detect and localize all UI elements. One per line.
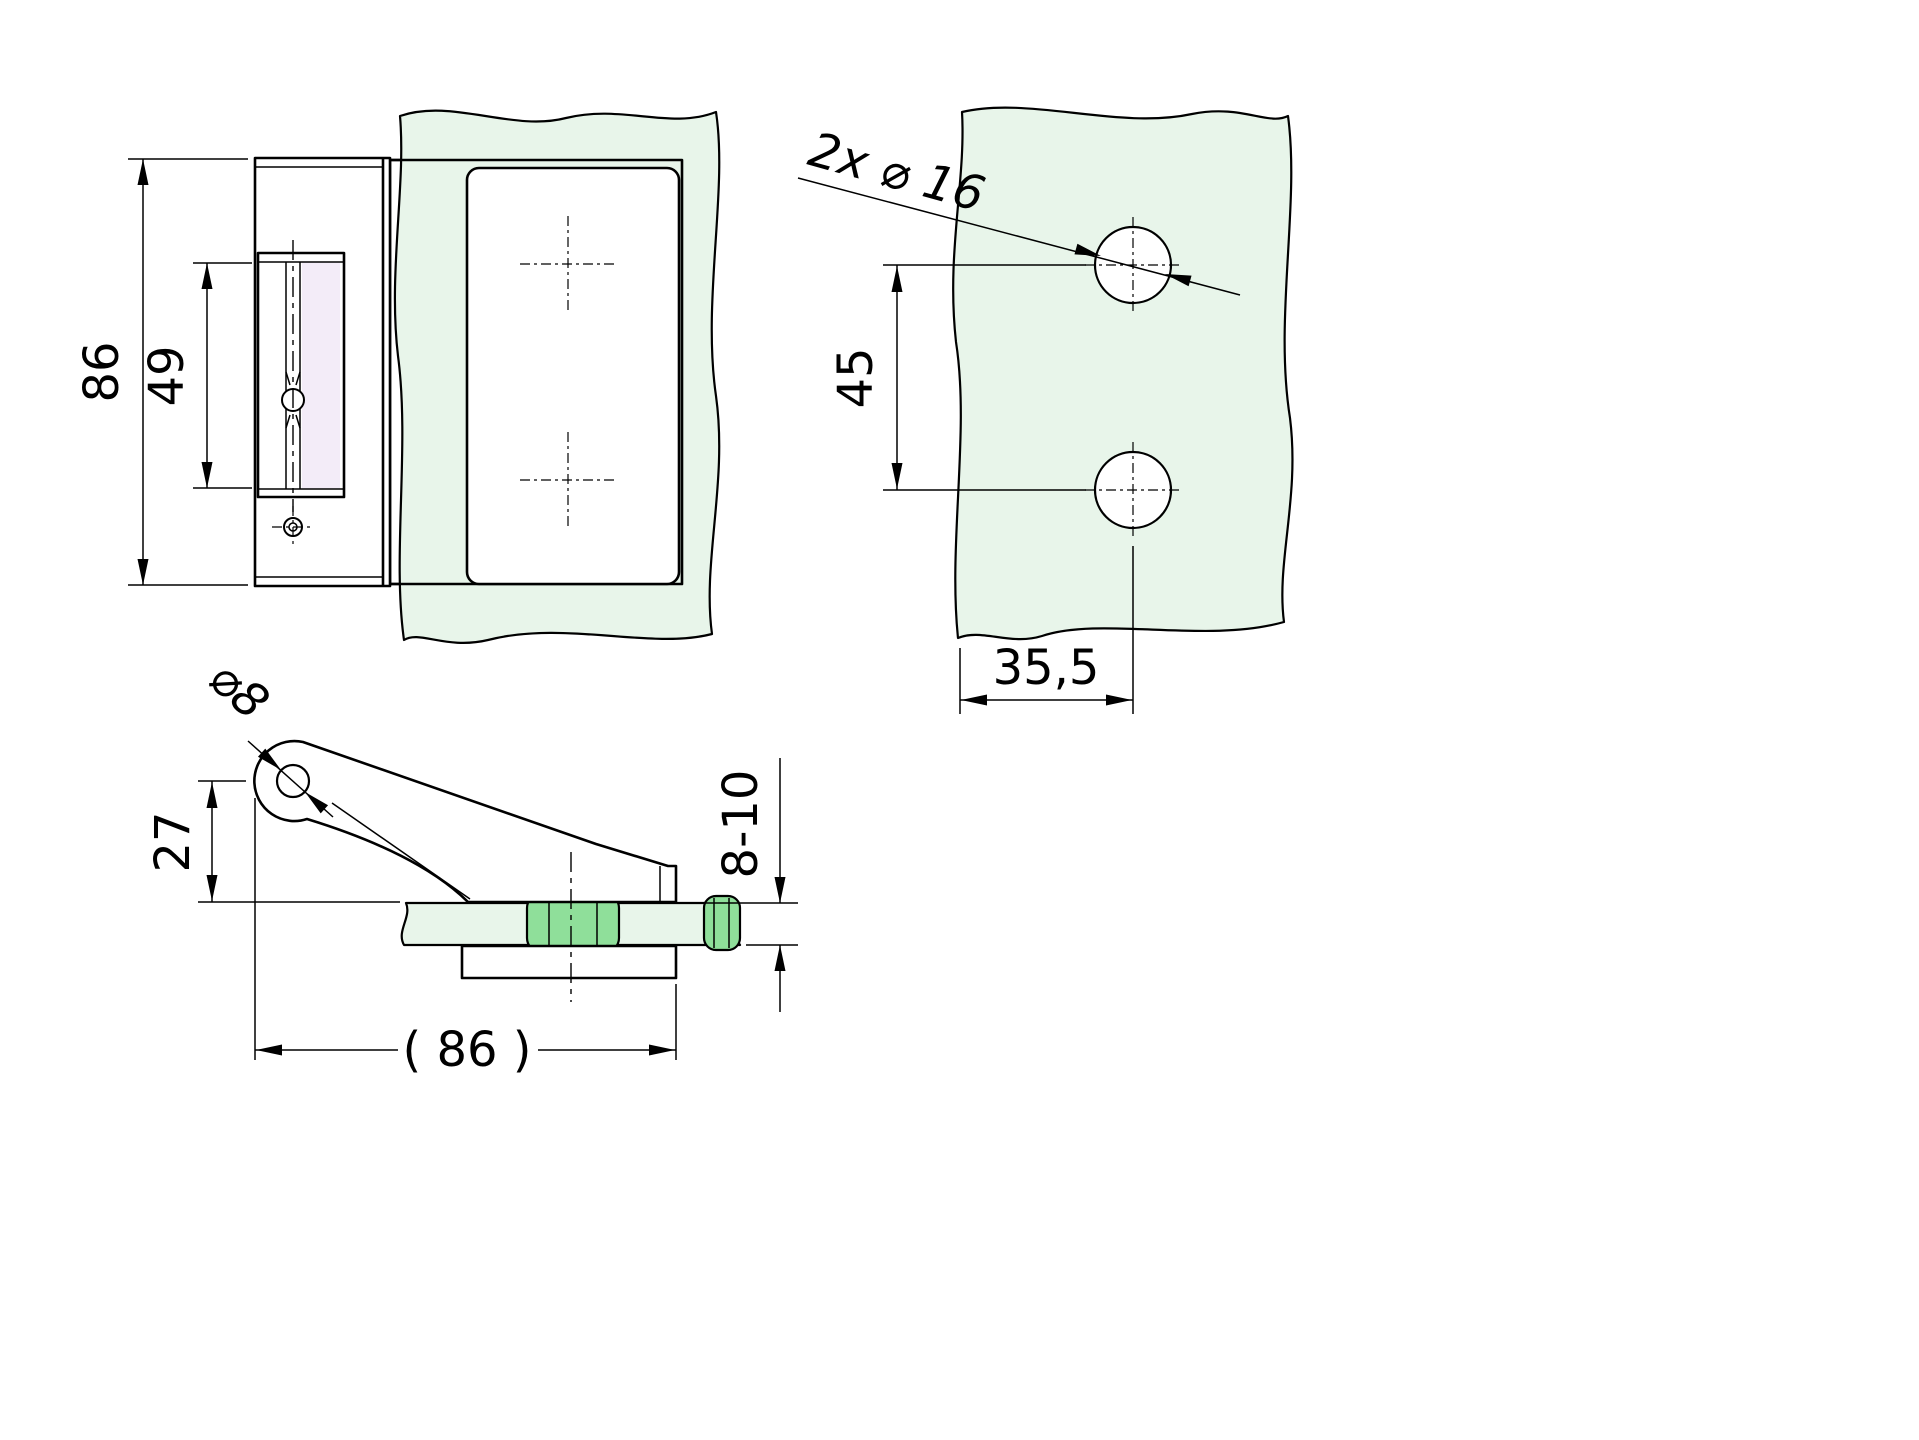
arrowhead: [201, 263, 213, 289]
dim-label-mask: [398, 1016, 538, 1078]
dim-label-45: 45: [828, 347, 884, 408]
hinge-arm: [253, 739, 678, 904]
latch-slot-inner-fill: [302, 262, 340, 489]
arrowhead: [649, 1044, 675, 1056]
leader-line-holes: [797, 177, 1241, 296]
arrowhead: [891, 463, 903, 489]
dim-label-35-5: 35,5: [993, 640, 1100, 696]
arrowhead: [774, 877, 786, 903]
dim-label-86-ref: ( 86 ): [402, 1022, 531, 1078]
clamp-plate-lower: [460, 944, 678, 980]
arrowhead: [1106, 694, 1132, 706]
arrowhead: [206, 782, 218, 808]
arrowhead: [891, 266, 903, 292]
drill-template-view: 2x ⌀ 16 45 35,5: [797, 106, 1294, 714]
arrowhead: [256, 1044, 282, 1056]
arrowhead: [137, 159, 149, 185]
latch-taper-lower: [285, 414, 301, 429]
side-view: ⌀8 27 8-10 ( 86 ): [145, 649, 798, 1078]
gasket-ring: [702, 894, 742, 952]
arrowhead: [206, 875, 218, 901]
front-view: 86 49: [74, 109, 721, 644]
arrowhead: [201, 462, 213, 488]
latch-taper-upper: [285, 371, 301, 386]
clamp-plate-front: [465, 166, 681, 586]
dim-label-86: 86: [74, 341, 130, 402]
dim-label-27: 27: [145, 811, 201, 872]
arrowhead: [774, 945, 786, 971]
arrowhead: [137, 559, 149, 585]
glass-panel-template: [952, 106, 1294, 641]
dim-label-8-10: 8-10: [713, 770, 769, 879]
dim-label-49: 49: [139, 345, 195, 406]
hinge-arm-inner-edge: [331, 802, 471, 900]
arrowhead: [961, 694, 987, 706]
label-pin-hole: ⌀8: [198, 649, 280, 730]
